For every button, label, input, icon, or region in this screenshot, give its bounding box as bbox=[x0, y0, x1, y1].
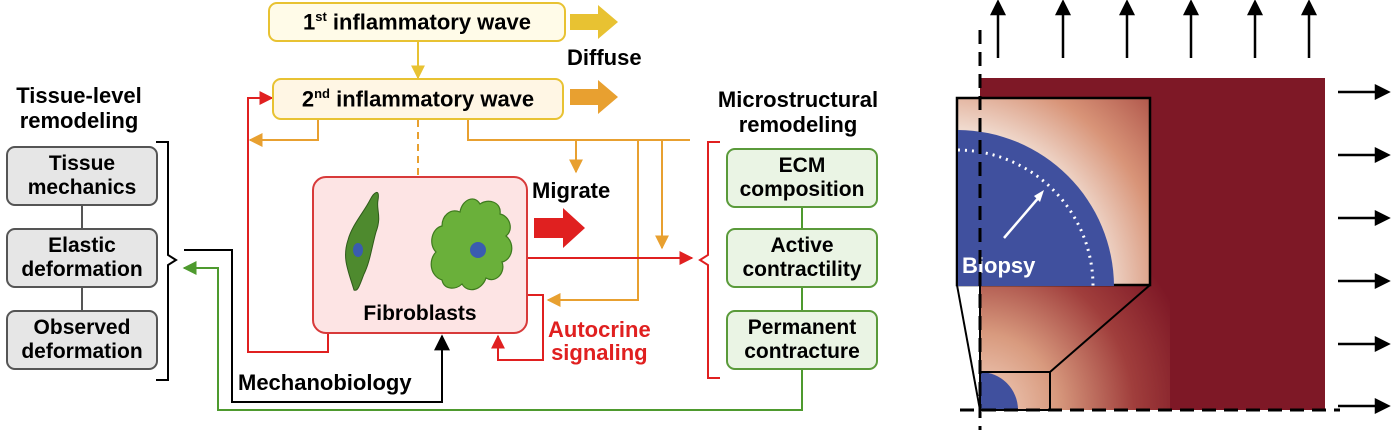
zoom-line-3 bbox=[1049, 284, 1151, 373]
diffuse-orange-arrow bbox=[570, 80, 618, 114]
autocrine-signaling-label: Autocrine signaling bbox=[548, 317, 651, 366]
spread-fibroblast-cell bbox=[430, 198, 513, 291]
elastic-deformation-box: Elastic deformation bbox=[6, 228, 158, 288]
biopsy-boundary-dotted bbox=[957, 148, 1095, 287]
micro-bracket bbox=[698, 141, 720, 379]
permanent-contracture-box: Permanent contracture bbox=[726, 310, 878, 370]
biopsy-region bbox=[958, 130, 1114, 286]
tissue-mechanics-box: Tissue mechanics bbox=[6, 146, 158, 206]
second-wave-label: 2nd inflammatory wave bbox=[301, 85, 535, 112]
mechanobiology-arrow bbox=[184, 249, 450, 403]
first-inflammatory-wave-box: 1st inflammatory wave bbox=[268, 2, 566, 42]
elongated-cell-nucleus bbox=[353, 243, 363, 257]
biopsy-pointer-head bbox=[1034, 190, 1044, 202]
diffuse-yellow-arrow bbox=[570, 5, 618, 39]
active-contractility-box: Active contractility bbox=[726, 228, 878, 288]
rightward-traction-arrows bbox=[1338, 83, 1391, 415]
fibroblast-cells-image bbox=[345, 192, 513, 291]
fibroblast-feedback-red-arrow bbox=[247, 91, 329, 353]
upward-traction-arrows bbox=[989, 0, 1318, 58]
wave2-to-migrate-arrow bbox=[467, 120, 583, 174]
micro-to-tissue-green-arrow bbox=[182, 261, 803, 411]
observed-deformation-box: Observed deformation bbox=[6, 310, 158, 370]
first-wave-superscript: st bbox=[315, 8, 327, 24]
spread-cell-nucleus bbox=[470, 242, 486, 258]
mechanobiology-label: Mechanobiology bbox=[238, 370, 412, 395]
wave2-to-tissue-arrow bbox=[248, 120, 319, 147]
second-inflammatory-wave-box: 2nd inflammatory wave bbox=[272, 78, 564, 120]
ecm-composition-box: ECM composition bbox=[726, 148, 878, 208]
second-wave-superscript: nd bbox=[314, 85, 330, 101]
tissue-level-heading: Tissue-level remodeling bbox=[16, 83, 142, 133]
migrate-red-arrow bbox=[534, 208, 585, 248]
zoom-line-1 bbox=[956, 284, 981, 411]
diffuse-label: Diffuse bbox=[567, 45, 642, 70]
autocrine-red-loop bbox=[491, 294, 544, 361]
first-wave-label: 1st inflammatory wave bbox=[303, 8, 531, 35]
elongated-fibroblast-cell bbox=[345, 192, 380, 291]
small-biopsy-region bbox=[980, 372, 1018, 410]
autocrine-orange-arrow bbox=[546, 140, 639, 307]
tissue-bracket bbox=[156, 141, 178, 381]
microstructural-heading: Microstructural remodeling bbox=[717, 87, 879, 137]
fibroblasts-label: Fibroblasts bbox=[363, 302, 477, 325]
biopsy-pointer-arrow bbox=[1003, 195, 1041, 239]
biopsy-label: Biopsy bbox=[962, 253, 1036, 278]
migrate-label: Migrate bbox=[532, 178, 611, 203]
simulation-panel: Biopsy bbox=[955, 0, 1391, 430]
